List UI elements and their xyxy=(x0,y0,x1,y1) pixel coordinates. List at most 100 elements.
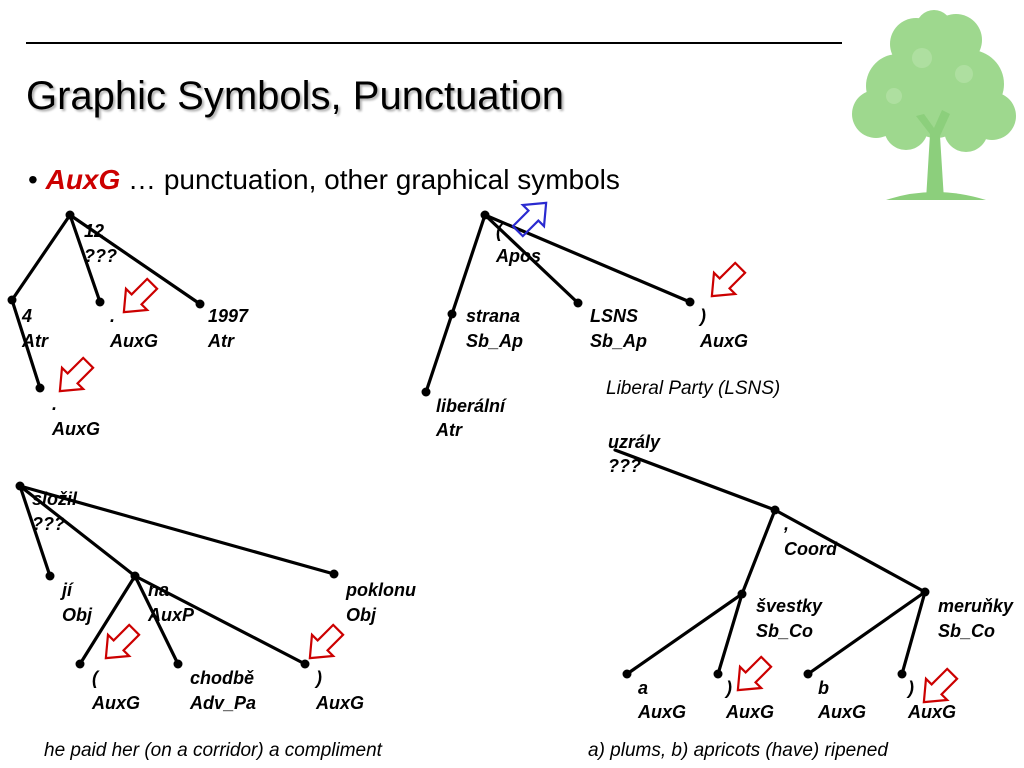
edge xyxy=(806,590,927,676)
node-word: LSNS xyxy=(590,306,638,326)
node-word: ) xyxy=(314,668,322,688)
node-afun: AuxG xyxy=(817,702,866,722)
node-afun: Sb_Ap xyxy=(590,331,647,351)
node-afun: AuxG xyxy=(315,693,364,713)
edge xyxy=(68,213,202,306)
node-word: 4 xyxy=(21,306,32,326)
node-word: švestky xyxy=(756,596,823,616)
caption-liberal-party: Liberal Party (LSNS) xyxy=(606,378,781,399)
red-arrow-icon xyxy=(58,356,95,393)
tree-node xyxy=(897,669,907,679)
tree-logo-icon xyxy=(852,10,1016,200)
red-arrow-icon xyxy=(122,277,159,314)
tree-node xyxy=(447,309,457,319)
node-afun: Obj xyxy=(346,605,377,625)
node-afun: AuxG xyxy=(725,702,774,722)
node-afun: Sb_Co xyxy=(938,621,995,641)
node-word: složil xyxy=(32,489,78,509)
node-afun: Adv_Pa xyxy=(189,693,256,713)
tree-node xyxy=(195,299,205,309)
node-afun: ??? xyxy=(608,456,641,476)
tree-node xyxy=(622,669,632,679)
tree-node xyxy=(803,669,813,679)
bullet-point: • AuxG … punctuation, other graphical sy… xyxy=(28,164,620,196)
bullet-text: … punctuation, other graphical symbols xyxy=(120,164,620,195)
edge xyxy=(18,484,336,576)
caption-plums-apricots: a) plums, b) apricots (have) ripened xyxy=(588,740,888,761)
node-word: strana xyxy=(466,306,520,326)
tree-3: složil ??? jí Obj na AuxP poklonu Obj ( … xyxy=(15,481,416,713)
tree-4: uzrály ??? , Coord švestky Sb_Co meruňky… xyxy=(608,432,1014,722)
tree-node xyxy=(95,297,105,307)
edge xyxy=(716,592,744,676)
edge xyxy=(483,213,692,304)
tree-node xyxy=(75,659,85,669)
edge xyxy=(10,298,42,390)
edge xyxy=(18,484,52,578)
node-afun: AuxG xyxy=(907,702,956,722)
node-word: chodbě xyxy=(190,668,254,688)
node-afun: AuxG xyxy=(109,331,158,351)
edge xyxy=(10,213,72,302)
tree-node xyxy=(713,669,723,679)
node-word: jí xyxy=(60,580,74,600)
node-word: , xyxy=(783,514,789,534)
node-afun: ??? xyxy=(84,246,117,266)
title-rule xyxy=(26,42,842,44)
node-afun: AuxG xyxy=(637,702,686,722)
red-arrow-icon xyxy=(710,261,747,298)
tree-node xyxy=(130,571,140,581)
node-word: ) xyxy=(906,678,914,698)
node-word: . xyxy=(110,306,115,326)
tree-node xyxy=(737,589,747,599)
node-afun: AuxG xyxy=(91,693,140,713)
edge xyxy=(78,574,137,666)
node-afun: Atr xyxy=(21,331,49,351)
node-word: ) xyxy=(698,306,706,326)
node-afun: Obj xyxy=(62,605,93,625)
edge xyxy=(773,508,927,594)
red-arrow-icon xyxy=(308,623,345,660)
edge xyxy=(740,508,777,596)
node-afun: AuxG xyxy=(51,419,100,439)
node-afun: Atr xyxy=(207,331,235,351)
node-word: uzrály xyxy=(608,432,661,452)
tree-node xyxy=(35,383,45,393)
node-word: meruňky xyxy=(938,596,1014,616)
node-word: poklonu xyxy=(345,580,416,600)
node-word: na xyxy=(148,580,169,600)
node-word: ) xyxy=(724,678,732,698)
edge xyxy=(18,484,137,578)
tree-node xyxy=(421,387,431,397)
tree-2: ( Apos strana Sb_Ap LSNS Sb_Ap ) AuxG li… xyxy=(421,201,748,440)
tree-node xyxy=(480,210,490,220)
node-afun: Apos xyxy=(495,246,541,266)
node-afun: Atr xyxy=(435,420,463,440)
tree-node xyxy=(920,587,930,597)
red-arrow-icon xyxy=(922,667,959,704)
edge xyxy=(613,448,777,512)
tree-node xyxy=(770,505,780,515)
tree-node xyxy=(300,659,310,669)
edge xyxy=(900,590,927,676)
blue-arrow-icon xyxy=(511,201,548,238)
node-afun: ??? xyxy=(32,514,65,534)
node-word: 1997 xyxy=(208,306,249,326)
node-afun: AuxP xyxy=(147,605,195,625)
tree-node xyxy=(15,481,25,491)
node-word: . xyxy=(52,394,57,414)
node-afun: Coord xyxy=(784,539,838,559)
node-afun: Sb_Ap xyxy=(466,331,523,351)
tree-node xyxy=(173,659,183,669)
caption-compliment: he paid her (on a corridor) a compliment xyxy=(44,740,382,761)
tree-node xyxy=(7,295,17,305)
node-word: a xyxy=(638,678,648,698)
tree-node xyxy=(685,297,695,307)
edge xyxy=(133,574,180,666)
slide-title: Graphic Symbols, Punctuation xyxy=(26,74,565,118)
node-afun: AuxG xyxy=(699,331,748,351)
bullet-term: AuxG xyxy=(45,164,121,195)
red-arrow-icon xyxy=(736,655,773,692)
bullet-marker: • xyxy=(28,164,38,195)
edge xyxy=(133,574,307,666)
